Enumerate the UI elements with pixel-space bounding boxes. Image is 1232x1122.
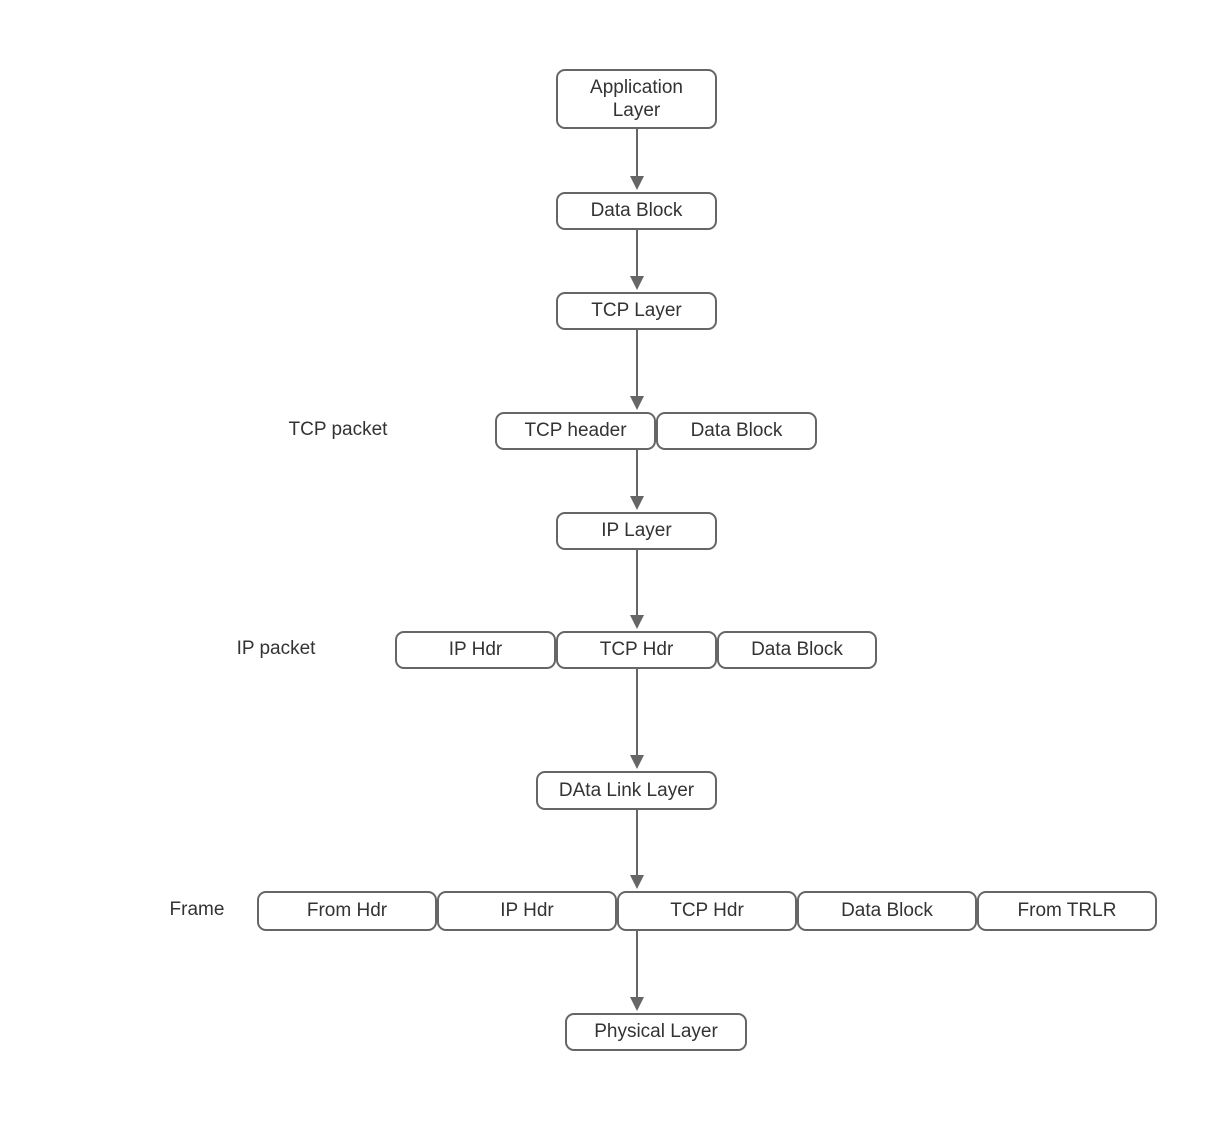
node-ip-packet-data-block-label: Data Block bbox=[751, 639, 843, 661]
arrow-down-iplayer-to-ippacket bbox=[630, 550, 644, 629]
node-frame-ip-hdr-label: IP Hdr bbox=[500, 900, 554, 922]
arrowhead-icon bbox=[630, 875, 644, 889]
node-physical-layer-label: Physical Layer bbox=[594, 1021, 718, 1043]
node-data-block-top-label: Data Block bbox=[590, 200, 683, 222]
node-application-layer-label: Application Layer bbox=[590, 76, 683, 121]
arrow-down-app-to-datablock bbox=[630, 129, 644, 190]
arrow-down-tcppacket-to-iplayer bbox=[630, 450, 644, 510]
arrowhead-icon bbox=[630, 396, 644, 410]
arrowhead-icon bbox=[630, 276, 644, 290]
node-tcp-layer: TCP Layer bbox=[556, 292, 717, 330]
node-data-link-layer: DAta Link Layer bbox=[536, 771, 717, 810]
node-tcp-hdr: TCP Hdr bbox=[556, 631, 717, 669]
arrow-shaft bbox=[636, 810, 638, 875]
node-ip-hdr-label: IP Hdr bbox=[448, 639, 503, 661]
arrow-down-datablock-to-tcplayer bbox=[630, 230, 644, 290]
row-label-tcp-packet: TCP packet bbox=[288, 419, 388, 440]
node-frame-tcp-hdr: TCP Hdr bbox=[617, 891, 797, 931]
node-ip-hdr: IP Hdr bbox=[395, 631, 556, 669]
arrowhead-icon bbox=[630, 496, 644, 510]
node-tcp-header: TCP header bbox=[495, 412, 656, 450]
node-tcp-header-label: TCP header bbox=[524, 420, 627, 442]
node-frame-tcp-hdr-label: TCP Hdr bbox=[670, 900, 744, 922]
arrow-shaft bbox=[636, 669, 638, 755]
arrow-shaft bbox=[636, 550, 638, 615]
node-frame-data-block-label: Data Block bbox=[841, 900, 933, 922]
arrow-down-ippacket-to-datalink bbox=[630, 669, 644, 769]
arrow-down-tcplayer-to-tcppacket bbox=[630, 330, 644, 410]
arrow-shaft bbox=[636, 450, 638, 496]
arrow-shaft bbox=[636, 330, 638, 396]
node-data-link-layer-label: DAta Link Layer bbox=[558, 779, 695, 801]
arrow-down-frame-to-physical bbox=[630, 931, 644, 1011]
row-label-frame: Frame bbox=[169, 899, 225, 920]
arrowhead-icon bbox=[630, 997, 644, 1011]
row-label-ip-packet: IP packet bbox=[236, 638, 316, 659]
arrowhead-icon bbox=[630, 176, 644, 190]
arrow-shaft bbox=[636, 129, 638, 176]
arrow-shaft bbox=[636, 931, 638, 997]
node-tcp-layer-label: TCP Layer bbox=[591, 300, 682, 322]
arrowhead-icon bbox=[630, 755, 644, 769]
node-frame-from-hdr: From Hdr bbox=[257, 891, 437, 931]
node-frame-data-block: Data Block bbox=[797, 891, 977, 931]
node-tcp-packet-data-block: Data Block bbox=[656, 412, 817, 450]
node-physical-layer: Physical Layer bbox=[565, 1013, 747, 1051]
arrow-down-datalink-to-frame bbox=[630, 810, 644, 889]
node-frame-from-trlr: From TRLR bbox=[977, 891, 1157, 931]
node-tcp-packet-data-block-label: Data Block bbox=[690, 420, 783, 442]
node-tcp-hdr-label: TCP Hdr bbox=[599, 639, 674, 661]
node-ip-layer-label: IP Layer bbox=[601, 520, 672, 542]
node-frame-from-hdr-label: From Hdr bbox=[306, 900, 388, 922]
node-frame-from-trlr-label: From TRLR bbox=[1017, 900, 1117, 922]
arrowhead-icon bbox=[630, 615, 644, 629]
node-application-layer: Application Layer bbox=[556, 69, 717, 129]
node-ip-packet-data-block: Data Block bbox=[717, 631, 877, 669]
node-frame-ip-hdr: IP Hdr bbox=[437, 891, 617, 931]
arrow-shaft bbox=[636, 230, 638, 276]
node-data-block-top: Data Block bbox=[556, 192, 717, 230]
node-ip-layer: IP Layer bbox=[556, 512, 717, 550]
